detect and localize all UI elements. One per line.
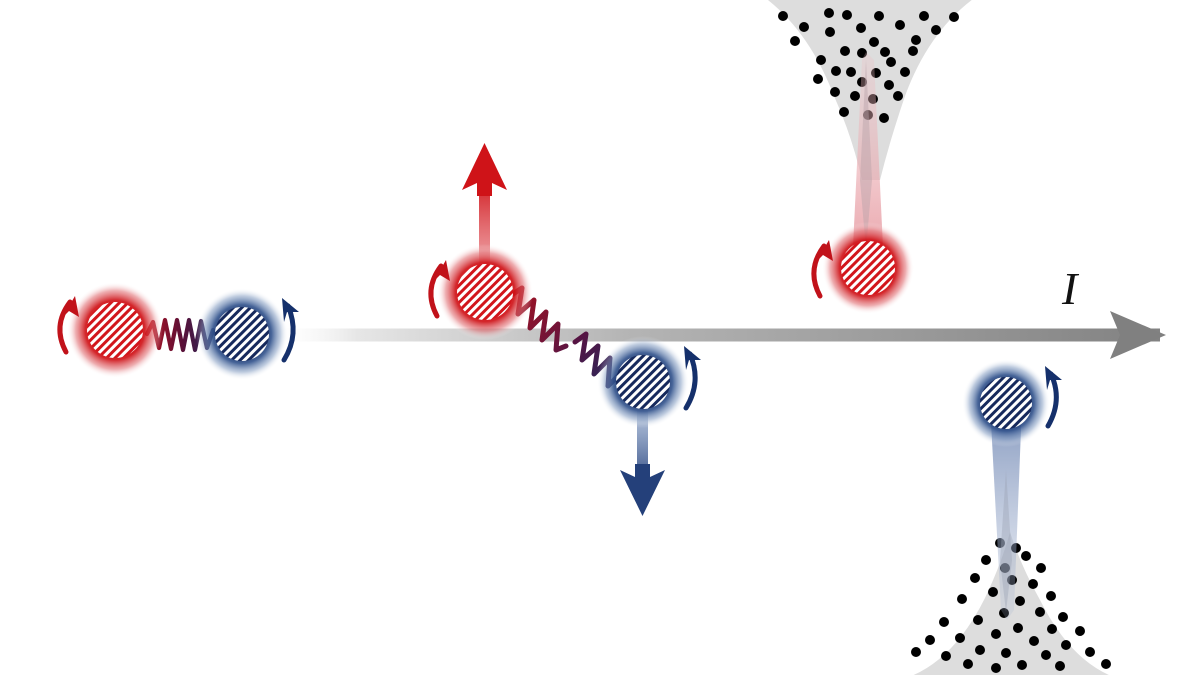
spin-arrow-blue-separating (683, 346, 701, 411)
recoil-arrow-down-blue (620, 398, 665, 516)
intensity-axis-label: I (1062, 263, 1078, 314)
intensity-axis (268, 311, 1166, 359)
beam-cone-red (852, 52, 884, 268)
blue-particle-separating[interactable] (597, 336, 689, 428)
blue-particle-scattered[interactable] (962, 359, 1050, 447)
spin-arrow-red-scattered (811, 240, 833, 299)
red-particle-bound[interactable] (67, 282, 163, 378)
red-particle-separating[interactable] (437, 244, 533, 340)
blue-particle-bound[interactable] (196, 288, 288, 380)
red-particle-scattered[interactable] (822, 222, 914, 314)
spin-arrow-blue-bound (281, 298, 299, 363)
spin-arrow-red-bound (57, 296, 79, 355)
beam-cone-blue (990, 403, 1022, 620)
recoil-arrow-up-red (462, 143, 507, 280)
spin-arrow-red-separating (428, 260, 450, 319)
spin-arrow-blue-scattered (1045, 366, 1062, 429)
